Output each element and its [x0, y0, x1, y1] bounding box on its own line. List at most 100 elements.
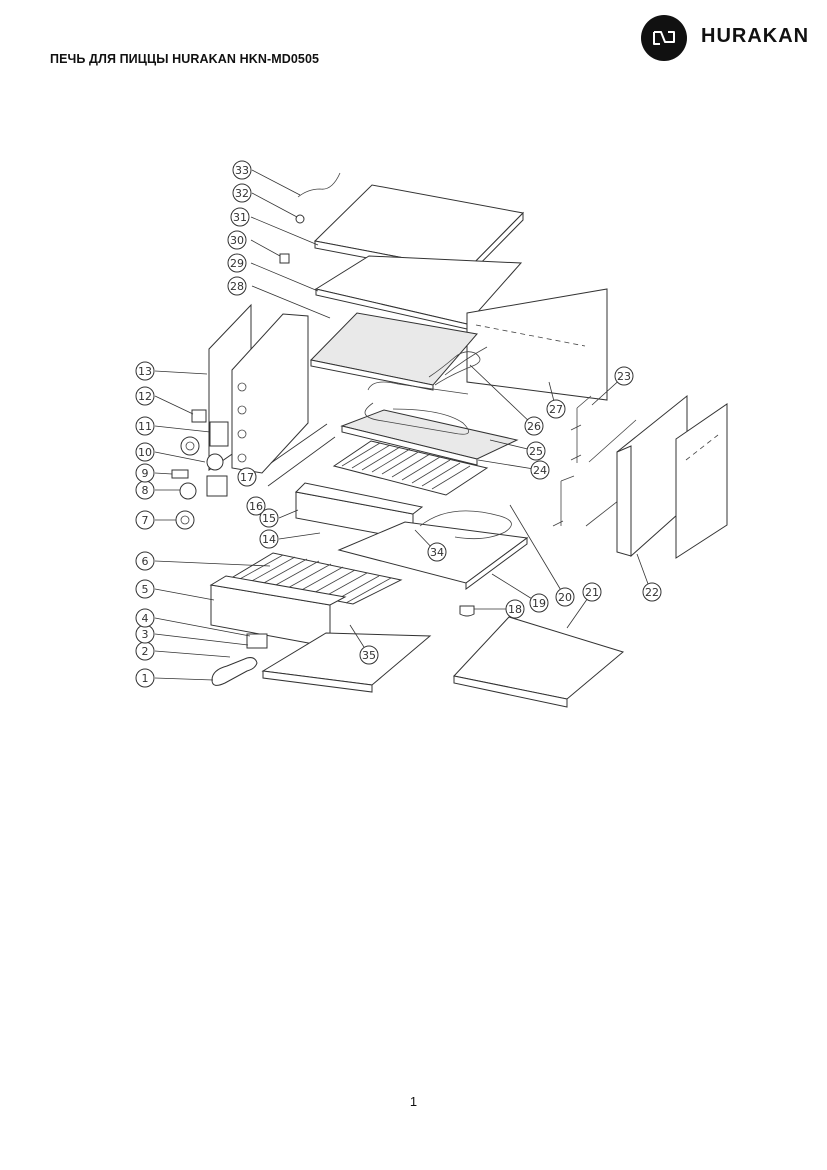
- svg-text:14: 14: [262, 533, 276, 546]
- svg-text:10: 10: [138, 446, 152, 459]
- svg-text:18: 18: [508, 603, 522, 616]
- document-title: ПЕЧЬ ДЛЯ ПИЦЦЫ HURAKAN HKN-MD0505: [50, 52, 320, 66]
- lower-stone-part: [340, 409, 519, 466]
- callout-3: 3: [135, 624, 155, 644]
- svg-text:6: 6: [142, 555, 149, 568]
- svg-text:3: 3: [142, 628, 149, 641]
- callout-13: 13: [135, 361, 155, 381]
- upper-heating-element-part: [428, 346, 488, 386]
- thermostat-part: [209, 421, 229, 447]
- callout-32: 32: [232, 183, 252, 203]
- callout-28: 28: [227, 276, 247, 296]
- svg-text:31: 31: [233, 211, 247, 224]
- callout-21: 21: [582, 582, 602, 602]
- callout-5: 5: [135, 579, 155, 599]
- callout-23: 23: [614, 366, 634, 386]
- fan-part: [206, 453, 224, 471]
- callout-17: 17: [237, 467, 257, 487]
- callout-10: 10: [135, 442, 155, 462]
- callout-30: 30: [227, 230, 247, 250]
- brand-name: HURAKAN: [701, 25, 810, 47]
- grommet-part: [295, 214, 305, 224]
- svg-text:22: 22: [645, 586, 659, 599]
- baking-stone-part: [310, 312, 478, 391]
- callout-2: 2: [135, 641, 155, 661]
- svg-text:17: 17: [240, 471, 254, 484]
- switch-part: [191, 409, 207, 423]
- svg-text:25: 25: [529, 445, 543, 458]
- lower-heating-element-part: [419, 510, 512, 540]
- middle-heating-element-part: [364, 402, 470, 435]
- svg-text:23: 23: [617, 370, 631, 383]
- rear-panel-part: [466, 288, 608, 401]
- svg-text:27: 27: [549, 403, 563, 416]
- foot-part: [459, 605, 475, 617]
- crumb-tray-part: [453, 616, 625, 708]
- callout-22: 22: [642, 582, 662, 602]
- svg-text:29: 29: [230, 257, 244, 270]
- callout-16: 16: [246, 496, 266, 516]
- callout-18: 18: [505, 599, 525, 619]
- callout-15: 15: [259, 508, 279, 528]
- svg-text:33: 33: [235, 164, 249, 177]
- svg-text:7: 7: [142, 514, 149, 527]
- callout-12: 12: [135, 386, 155, 406]
- hinge-part: [246, 633, 268, 649]
- callout-33: 33: [232, 160, 252, 180]
- svg-text:20: 20: [558, 591, 572, 604]
- svg-text:34: 34: [430, 546, 444, 559]
- callout-24: 24: [530, 460, 550, 480]
- knob-7-part: [175, 510, 195, 530]
- svg-text:13: 13: [138, 365, 152, 378]
- relay-part: [206, 475, 228, 497]
- svg-text:16: 16: [249, 500, 263, 513]
- svg-text:9: 9: [142, 467, 149, 480]
- callout-34: 34: [427, 542, 447, 562]
- svg-text:35: 35: [362, 649, 376, 662]
- svg-text:26: 26: [527, 420, 541, 433]
- right-side-panel-part: [616, 394, 728, 559]
- svg-text:19: 19: [532, 597, 546, 610]
- brand-logo: HURAKAN: [641, 15, 821, 61]
- callout-14: 14: [259, 529, 279, 549]
- knob-10-part: [180, 436, 200, 456]
- svg-text:21: 21: [585, 586, 599, 599]
- svg-text:4: 4: [142, 612, 149, 625]
- svg-text:5: 5: [142, 583, 149, 596]
- svg-text:30: 30: [230, 234, 244, 247]
- crumb-tray-lower-part: [261, 632, 432, 693]
- power-cord-part: [297, 172, 341, 198]
- hurakan-logo-icon: [641, 15, 687, 61]
- callout-9: 9: [135, 463, 155, 483]
- callout-35: 35: [359, 645, 379, 665]
- callout-19: 19: [529, 593, 549, 613]
- svg-text:15: 15: [262, 512, 276, 525]
- svg-text:32: 32: [235, 187, 249, 200]
- svg-text:28: 28: [230, 280, 244, 293]
- knob-8-part: [179, 482, 197, 500]
- callout-20: 20: [555, 587, 575, 607]
- page-number: 1: [409, 1094, 418, 1109]
- upper-rack-part: [332, 440, 489, 496]
- handle-part: [211, 657, 258, 686]
- callout-7: 7: [135, 510, 155, 530]
- svg-text:11: 11: [138, 420, 152, 433]
- svg-text:24: 24: [533, 464, 547, 477]
- terminal-part: [279, 253, 290, 264]
- callout-4: 4: [135, 608, 155, 628]
- callout-29: 29: [227, 253, 247, 273]
- indicator-part: [171, 469, 189, 479]
- callout-27: 27: [546, 399, 566, 419]
- svg-text:8: 8: [142, 484, 149, 497]
- callout-6: 6: [135, 551, 155, 571]
- callout-25: 25: [526, 441, 546, 461]
- callout-31: 31: [230, 207, 250, 227]
- callout-8: 8: [135, 480, 155, 500]
- svg-text:12: 12: [138, 390, 152, 403]
- callout-26: 26: [524, 416, 544, 436]
- callout-1: 1: [135, 668, 155, 688]
- inner-top-panel-part: [314, 255, 523, 330]
- svg-text:1: 1: [142, 672, 149, 685]
- svg-text:2: 2: [142, 645, 149, 658]
